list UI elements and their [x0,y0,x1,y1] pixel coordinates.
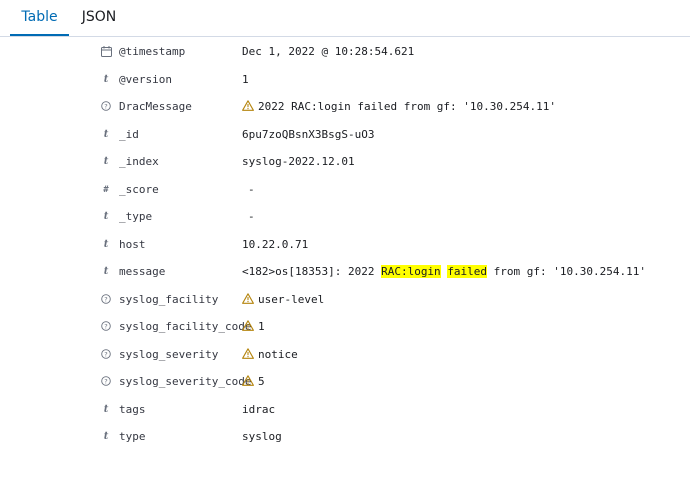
field-name: syslog_facility [119,292,219,306]
string-type-icon: t [103,266,109,277]
field-value: 1 [242,320,265,334]
tab-json[interactable]: JSON [81,9,117,25]
field-value-text: 5 [258,375,265,388]
warning-icon [242,292,254,304]
svg-text:?: ? [104,103,107,111]
field-name: message [119,265,166,278]
message-text: <182>os[18353]: 2022 [242,265,382,278]
field-value: - [248,182,255,196]
table-row: t _id 6pu7zoQBsnX3BsgS-uO3 [0,124,690,152]
question-icon: ? [99,293,113,307]
field-value-text: 1 [258,320,265,333]
field-name: _id [119,127,139,141]
string-type-icon: t [103,431,109,442]
search-highlight: RAC:login [381,265,441,278]
warning-icon [242,347,254,359]
warning-icon [242,100,254,111]
field-name: DracMessage [119,100,192,113]
field-value: 10.22.0.71 [242,237,309,251]
field-value: idrac [242,402,276,416]
svg-text:?: ? [104,295,107,303]
svg-text:?: ? [104,323,107,331]
question-icon: ? [99,375,113,389]
field-name: _type [119,210,153,223]
field-table: @timestamp Dec 1, 2022 @ 10:28:54.621 t … [0,41,690,454]
field-value: notice [242,348,298,362]
field-name: syslog_severity [119,347,219,361]
tab-table[interactable]: Table [10,0,69,36]
string-type-icon: t [103,238,109,250]
table-row: t message <182>os[18353]: 2022 RAC:login… [0,261,690,289]
table-row: t @version 1 [0,69,690,97]
table-row: ? syslog_facility_code 1 [0,316,690,344]
field-value-text: 2022 RAC:login failed from gf: '10.30.25… [258,100,557,113]
table-row: t tags idrac [0,399,690,427]
table-row: ? syslog_severity_code 5 [0,371,690,399]
field-name: syslog_severity_code [119,375,252,388]
table-row: # _score - [0,179,690,207]
field-name: type [119,430,146,443]
field-value-text: user-level [258,292,325,306]
table-row: @timestamp Dec 1, 2022 @ 10:28:54.621 [0,41,690,69]
string-type-icon: t [103,211,109,222]
field-value: 5 [242,375,265,389]
search-highlight: failed [447,265,488,278]
field-value: 6pu7zoQBsnX3BsgS-uO3 [242,127,375,141]
table-row: t host 10.22.0.71 [0,234,690,262]
clock-icon [99,45,113,59]
field-value: Dec 1, 2022 @ 10:28:54.621 [242,45,415,58]
field-value-text: notice [258,347,298,361]
doc-viewer-tabs: Table JSON [0,0,690,37]
svg-text:?: ? [104,378,107,386]
table-row: t _type - [0,206,690,234]
table-row: ? DracMessage 2022 RAC:login failed from… [0,96,690,124]
field-value: 1 [242,72,249,86]
field-value: user-level [242,293,324,307]
warning-icon [242,375,254,386]
warning-icon [242,320,254,331]
field-name: @version [119,72,172,86]
field-value: 2022 RAC:login failed from gf: '10.30.25… [242,100,556,114]
field-value: syslog-2022.12.01 [242,155,355,168]
number-type-icon: # [103,184,109,195]
field-name: syslog_facility_code [119,320,252,333]
field-value: syslog [242,430,282,443]
svg-text:?: ? [104,350,107,358]
question-icon: ? [99,348,113,362]
string-type-icon: t [103,156,109,167]
field-name: @timestamp [119,45,186,58]
string-type-icon: t [103,73,109,85]
question-icon: ? [99,100,113,114]
field-name: _score [119,182,159,196]
table-row: ? syslog_severity notice [0,344,690,372]
message-text: from gf: '10.30.254.11' [487,265,647,278]
field-name: host [119,237,146,251]
table-row: t _index syslog-2022.12.01 [0,151,690,179]
string-type-icon: t [103,403,109,415]
field-name: tags [119,402,146,416]
field-name: _index [119,155,159,168]
table-row: ? syslog_facility user-level [0,289,690,317]
question-icon: ? [99,320,113,334]
field-value: <182>os[18353]: 2022 RAC:login failed fr… [242,265,646,279]
table-row: t type syslog [0,426,690,454]
string-type-icon: t [103,128,109,140]
field-value: - [248,210,255,223]
